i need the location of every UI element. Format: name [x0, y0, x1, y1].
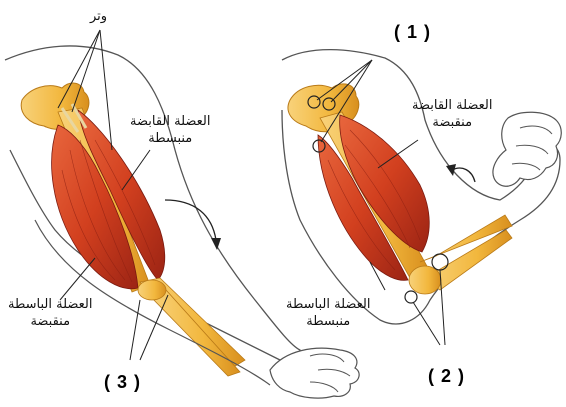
right-elbow-joint: [409, 266, 441, 294]
right-extensor-name: العضلة الباسطة: [286, 296, 371, 313]
left-extensor-state: منقبضة: [8, 313, 93, 330]
left-extensor-label: العضلة الباسطة منقبضة: [8, 296, 93, 330]
marker-1-label: ( 1 ): [394, 22, 431, 43]
left-flexor-label: العضلة القابضة منبسطة: [130, 113, 211, 147]
marker-3-label: ( 3 ): [104, 372, 141, 393]
right-hand: [493, 112, 561, 186]
left-elbow-joint: [138, 280, 166, 300]
right-flexor-state: منقبضة: [412, 114, 493, 131]
left-flexor-name: العضلة القابضة: [130, 113, 211, 130]
right-motion-arrowhead: [446, 164, 456, 176]
marker-2-label: ( 2 ): [428, 366, 465, 387]
right-flexor-name: العضلة القابضة: [412, 97, 493, 114]
right-extensor-label: العضلة الباسطة منبسطة: [286, 296, 371, 330]
tendon-label: وتر: [90, 8, 107, 25]
right-flexor-label: العضلة القابضة منقبضة: [412, 97, 493, 131]
left-extensor-name: العضلة الباسطة: [8, 296, 93, 313]
left-motion-arrowhead: [211, 238, 221, 250]
right-extensor-state: منبسطة: [286, 313, 371, 330]
left-flexor-state: منبسطة: [130, 130, 211, 147]
left-extensor-pointer: [60, 258, 95, 300]
left-arm: [5, 30, 359, 398]
right-motion-arrow: [452, 168, 475, 182]
left-motion-arrow: [165, 200, 216, 240]
